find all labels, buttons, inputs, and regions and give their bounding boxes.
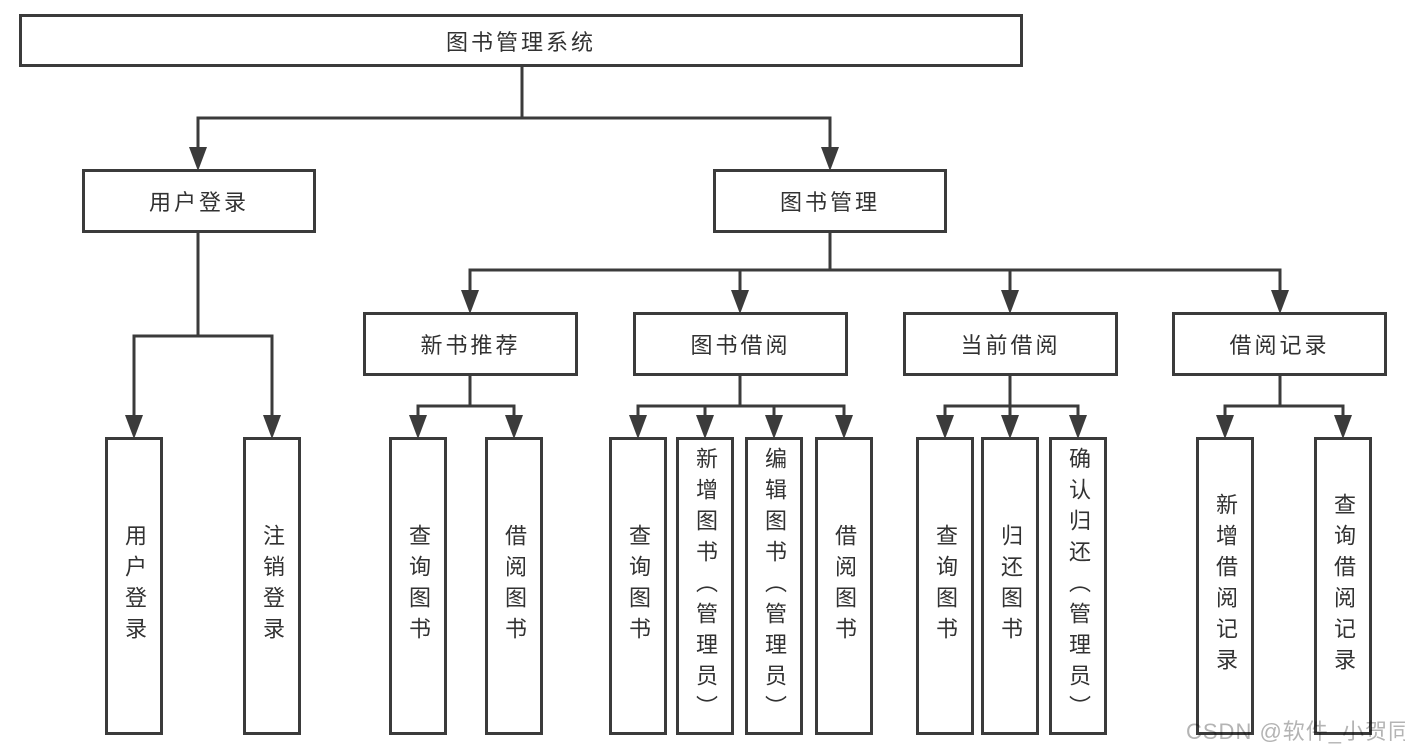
node-label: 新书推荐	[420, 333, 521, 358]
leaf-label: 注销登录	[260, 524, 285, 648]
leaf-label: 借阅图书	[832, 524, 857, 648]
leaf-label: 查询图书	[406, 524, 431, 648]
node-borrow-records: 借阅记录	[1172, 312, 1387, 376]
leaf-current-query-books: 查询图书	[916, 437, 974, 735]
node-label: 当前借阅	[960, 333, 1061, 358]
leaf-user-login: 用户登录	[105, 437, 163, 735]
leaf-label: 查询图书	[626, 524, 651, 648]
leaf-borrow-books: 借阅图书	[815, 437, 873, 735]
leaf-label: 查询图书	[933, 524, 958, 648]
node-label: 图书管理系统	[445, 29, 596, 55]
node-label: 图书借阅	[690, 333, 791, 358]
leaf-label: 确认归还（管理员）	[1066, 446, 1091, 726]
leaf-label: 归还图书	[998, 524, 1023, 648]
leaf-borrow-query-books: 查询图书	[609, 437, 667, 735]
leaf-return-books: 归还图书	[981, 437, 1039, 735]
node-book-borrow: 图书借阅	[633, 312, 848, 376]
node-new-book-recommend: 新书推荐	[363, 312, 578, 376]
node-label: 借阅记录	[1229, 333, 1330, 358]
node-book-management: 图书管理	[713, 169, 947, 233]
leaf-label: 新增借阅记录	[1213, 493, 1238, 679]
leaf-label: 新增图书（管理员）	[693, 446, 718, 726]
watermark: CSDN @软件_小贺同学	[1186, 719, 1405, 744]
leaf-recommend-borrow-books: 借阅图书	[485, 437, 543, 735]
leaf-add-borrow-record: 新增借阅记录	[1196, 437, 1254, 735]
leaf-add-book-admin: 新增图书（管理员）	[676, 437, 734, 735]
leaf-recommend-query-books: 查询图书	[389, 437, 447, 735]
node-current-borrow: 当前借阅	[903, 312, 1118, 376]
node-root: 图书管理系统	[19, 14, 1023, 67]
leaf-query-borrow-record: 查询借阅记录	[1314, 437, 1372, 735]
leaf-label: 借阅图书	[502, 524, 527, 648]
leaf-label: 用户登录	[122, 524, 147, 648]
node-label: 用户登录	[148, 190, 249, 215]
leaf-edit-book-admin: 编辑图书（管理员）	[745, 437, 803, 735]
leaf-logout: 注销登录	[243, 437, 301, 735]
leaf-confirm-return-admin: 确认归还（管理员）	[1049, 437, 1107, 735]
leaf-label: 编辑图书（管理员）	[762, 446, 787, 726]
node-label: 图书管理	[779, 190, 880, 215]
node-user-login: 用户登录	[82, 169, 316, 233]
leaf-label: 查询借阅记录	[1331, 493, 1356, 679]
